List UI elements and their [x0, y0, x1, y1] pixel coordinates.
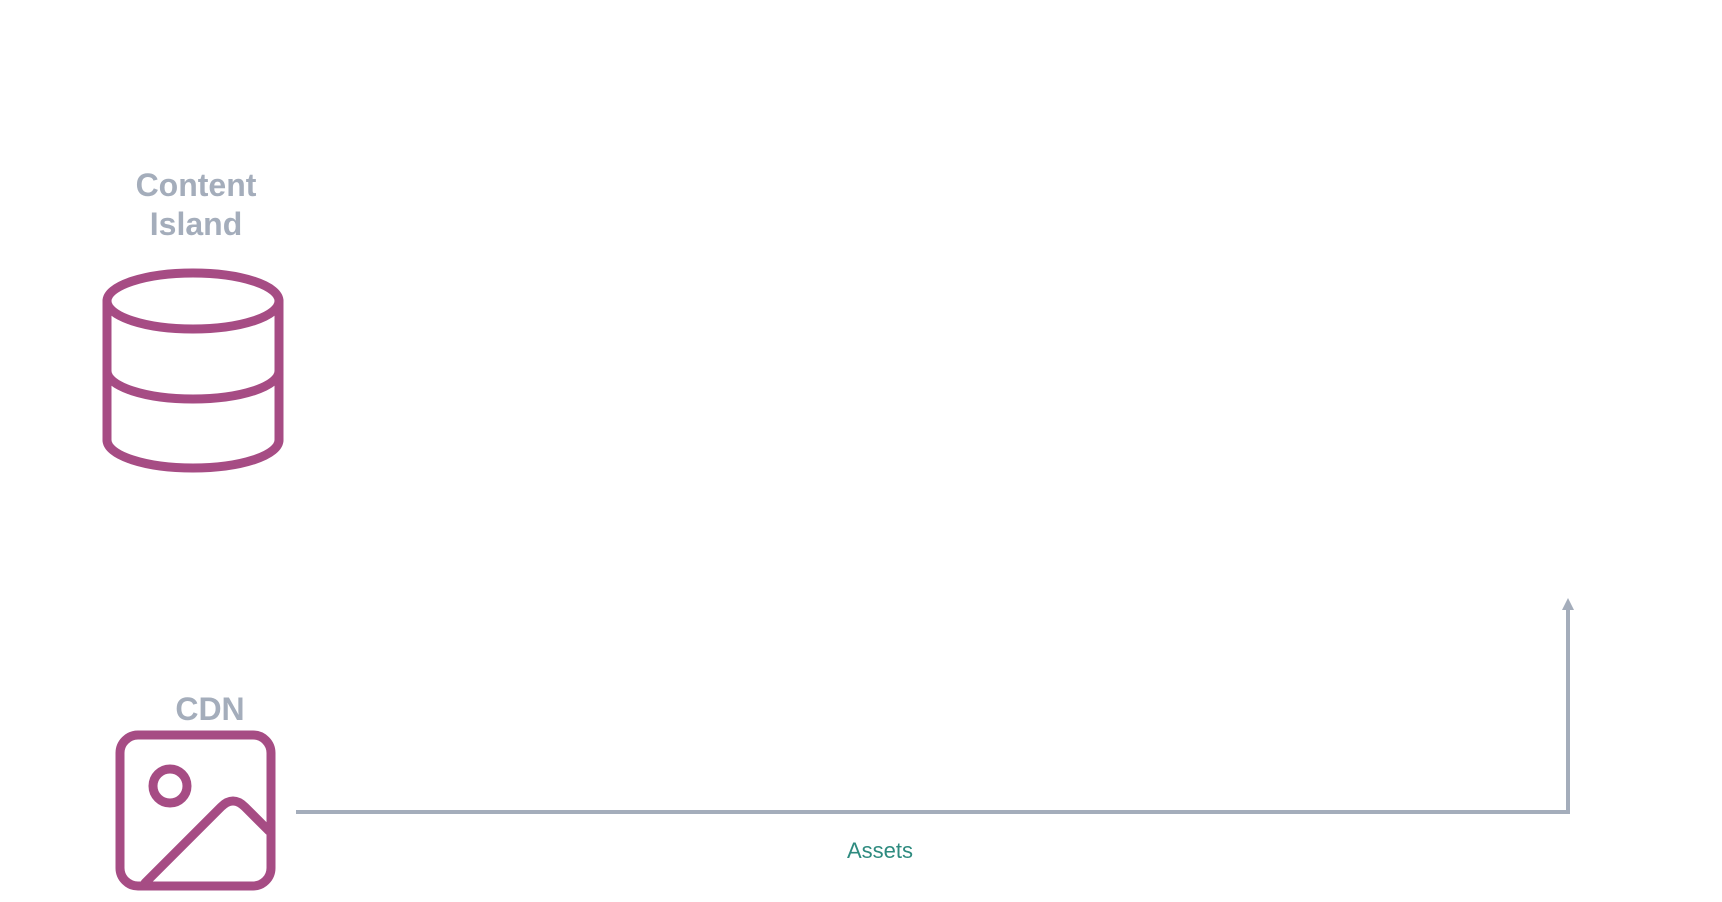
content-island-label: Content Island	[98, 166, 294, 244]
cdn-label: CDN	[175, 691, 245, 727]
database-icon[interactable]	[102, 268, 284, 473]
image-icon[interactable]	[115, 730, 276, 891]
content-island-label-line1: Content	[135, 167, 257, 203]
content-island-label-line2: Island	[149, 206, 243, 242]
assets-connector-line	[296, 610, 1570, 814]
assets-label: Assets	[846, 838, 914, 863]
assets-connector	[296, 598, 1574, 814]
assets-arrowhead	[1562, 598, 1574, 610]
